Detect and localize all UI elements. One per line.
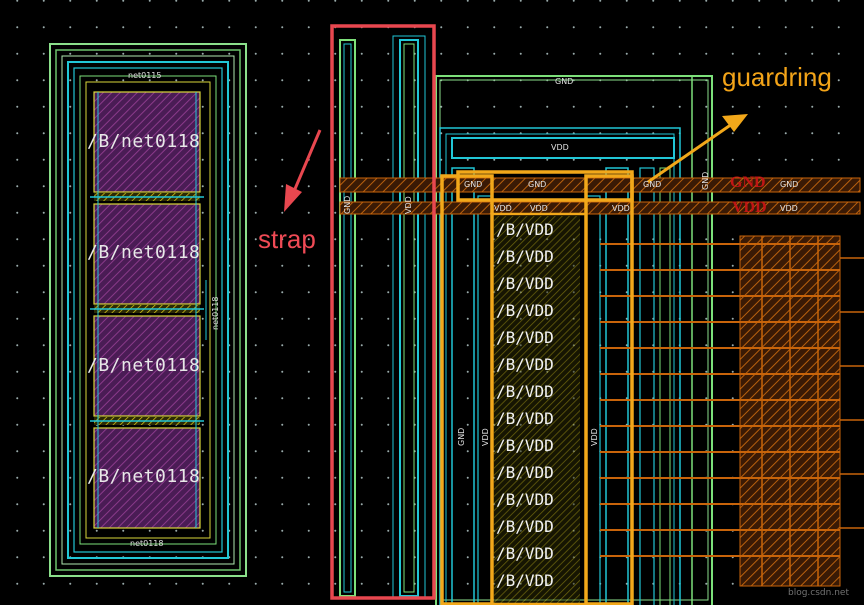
guardring-metals[interactable] [435,75,713,605]
finger-label: /B/VDD [496,301,554,320]
strap-vdd-label: VDD [404,196,413,214]
arrow-orange-icon [647,114,748,184]
finger-label: /B/VDD [496,436,554,455]
finger-label: /B/VDD [496,382,554,401]
finger-label: /B/VDD [496,274,554,293]
finger-label: /B/VDD [496,355,554,374]
pin-gnd-red: GND [730,174,766,191]
guardring-gnd-right: GND [701,171,710,190]
guardring-gnd-top: GND [555,77,574,86]
block-label-3: /B/net0118 [87,355,201,376]
net-label-side: net0118 [211,296,220,331]
guardring-vdd-top: VDD [551,143,569,152]
guardring-annotation: guardring [722,62,832,92]
rail-gnd-1: GND [464,180,483,189]
finger-label: /B/VDD [496,517,554,536]
rail-gnd-4: GND [780,180,799,189]
finger-label: /B/VDD [496,490,554,509]
finger-label: /B/VDD [496,544,554,563]
ring-vdd-left: VDD [481,428,490,446]
finger-label: /B/VDD [496,571,554,590]
transistor-fingers[interactable] [494,216,580,605]
rail-vdd-4: VDD [780,204,798,213]
net-label-bottom: net0118 [130,539,164,548]
block-label-1: /B/net0118 [87,131,201,152]
ring-vdd-right: VDD [590,428,599,446]
guardring-highlight-boxes [440,170,634,605]
pin-vdd-red: VDD [732,199,767,216]
strap-highlight-box [330,24,436,600]
finger-label: /B/VDD [496,247,554,266]
strap-annotation: strap [258,224,316,254]
rail-gnd-3: GND [643,180,662,189]
block-label-2: /B/net0118 [87,242,201,263]
finger-label: /B/VDD [496,409,554,428]
arrow-red-icon [284,129,322,212]
block-label-4: /B/net0118 [87,466,201,487]
finger-label: /B/VDD [496,220,554,239]
watermark: blog.csdn.net [788,588,849,598]
strap-gnd-label: GND [343,195,352,214]
ring-gnd-left: GND [457,427,466,446]
rail-vdd-2: VDD [530,204,548,213]
left-block[interactable] [49,43,247,577]
orange-rails[interactable] [339,177,864,587]
finger-label: /B/VDD [496,328,554,347]
rail-vdd-3: VDD [612,204,630,213]
net-label-top: net0115 [128,71,162,80]
finger-label: /B/VDD [496,463,554,482]
rail-gnd-2: GND [528,180,547,189]
rail-vdd-1: VDD [494,204,512,213]
strap-metals[interactable] [339,35,426,599]
